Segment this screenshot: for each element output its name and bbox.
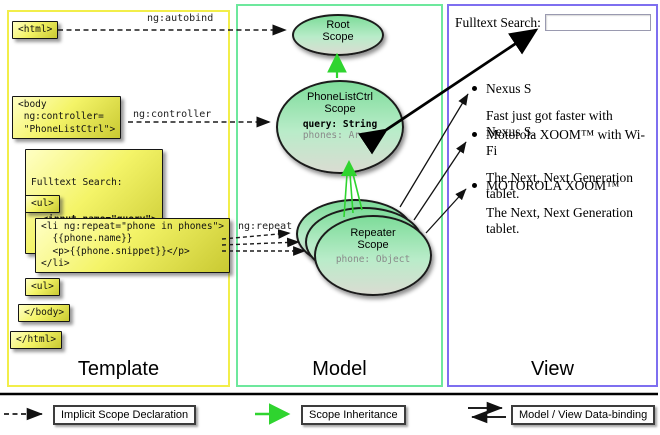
phonelistctrl-prop-query: query: String: [302, 119, 378, 130]
view-item-xoom: MOTOROLA XOOM™ The Next, Next Generation…: [472, 178, 650, 237]
code-html-close: </html>: [10, 331, 63, 350]
phonelistctrl-scope-ellipse: PhoneListCtrl Scope query: String phones…: [276, 80, 404, 174]
view-item-title: Nexus S: [486, 81, 532, 96]
model-panel: Model: [236, 4, 443, 387]
ng-controller-label: ng:controller: [133, 109, 212, 120]
repeater-prop-phone: phone: Object: [335, 254, 411, 265]
code-ul-close: <ul>: [25, 278, 60, 297]
fulltext-search-input[interactable]: [544, 14, 651, 31]
legend-double-arrow-icon: [468, 401, 506, 424]
legend-model-view-databinding: Model / View Data-binding: [511, 405, 656, 425]
view-item-desc: The Next, Next Generation tablet.: [486, 170, 633, 201]
view-item-title: MOTOROLA XOOM™: [486, 178, 620, 193]
repeater-scope-title: Repeater Scope: [350, 227, 396, 251]
model-panel-label: Model: [312, 358, 367, 380]
view-item-desc: The Next, Next Generation tablet.: [486, 205, 633, 236]
bullet-icon: [472, 86, 477, 91]
root-scope-title: Root Scope: [322, 19, 354, 43]
code-body-open: <body ng:controller= "PhoneListCtrl">: [12, 96, 122, 140]
code-ul-open: <ul>: [25, 195, 60, 214]
template-panel-label: Template: [77, 358, 160, 380]
fulltext-search-row: Fulltext Search:: [455, 14, 651, 31]
repeater-scope-ellipse: Repeater Scope phone: Object: [314, 215, 432, 296]
code-fulltext-label: Fulltext Search:: [31, 176, 123, 188]
bullet-icon: [472, 132, 477, 137]
code-body-close: </body>: [18, 304, 71, 323]
view-panel-label: View: [531, 358, 574, 380]
phonelistctrl-scope-title: PhoneListCtrl Scope: [306, 91, 374, 115]
code-html-open: <html>: [12, 21, 59, 40]
fulltext-search-label: Fulltext Search:: [455, 14, 541, 30]
view-item-title: Motorola XOOM™ with Wi-Fi: [486, 127, 646, 158]
code-li-repeat: <li ng:repeat="phone in phones"> {{phone…: [35, 218, 231, 274]
legend-implicit-scope-declaration: Implicit Scope Declaration: [53, 405, 197, 425]
ng-repeat-label: ng:repeat: [238, 221, 293, 232]
bullet-icon: [472, 183, 477, 188]
root-scope-ellipse: Root Scope: [292, 14, 384, 56]
legend-scope-inheritance: Scope Inheritance: [301, 405, 406, 425]
phonelistctrl-prop-phones: phones: Array: [302, 130, 378, 141]
ng-autobind-label: ng:autobind: [147, 13, 214, 24]
